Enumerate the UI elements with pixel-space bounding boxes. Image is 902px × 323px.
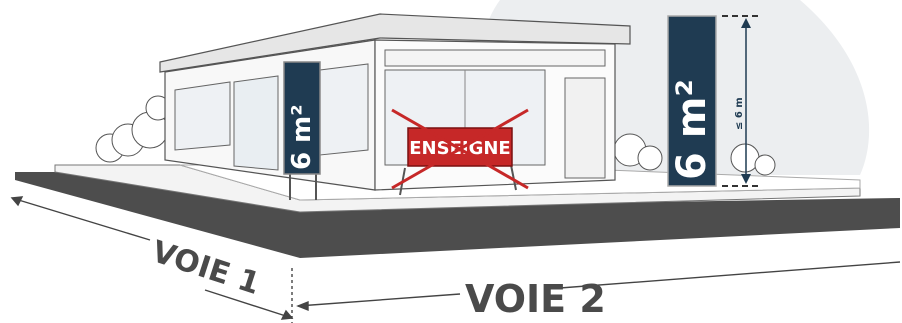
pylon-large-text: 6 m²	[669, 79, 715, 180]
storefront-building	[160, 14, 630, 190]
voie2-label: VOIE 2	[465, 277, 606, 321]
pylon-sign-large: 6 m² ≤ 6 m	[668, 16, 760, 186]
bushes-left	[96, 96, 170, 162]
height-limit-label: ≤ 6 m	[734, 97, 745, 130]
voie1-label: VOIE 1	[148, 234, 265, 302]
pylon-small-text: 6 m²	[287, 104, 317, 170]
